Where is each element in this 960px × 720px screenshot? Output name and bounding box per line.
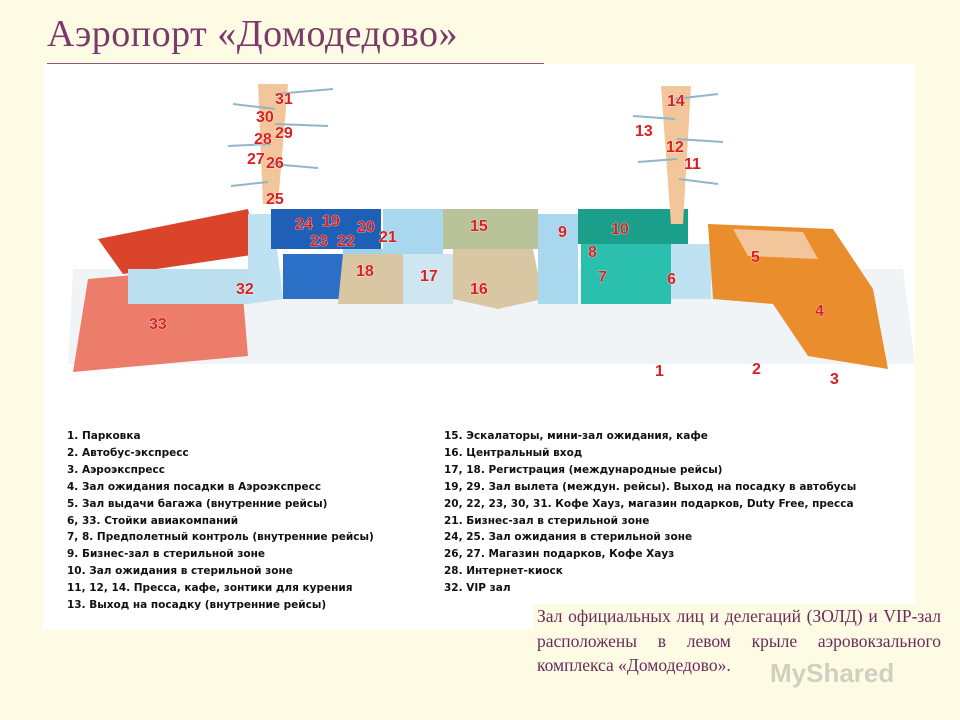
legend-item: 15. Эскалаторы, мини-зал ожидания, кафе (444, 430, 708, 442)
content-panel: 1 2 3 4 5 6 7 8 9 10 11 12 13 14 15 16 1… (43, 64, 915, 630)
zone-label: 13 (635, 123, 653, 140)
zone-label: 29 (275, 125, 293, 142)
legend-left: 1. Парковка 2. Автобус-экспресс 3. Аэроэ… (67, 428, 374, 614)
zone-blue-upper (271, 209, 381, 249)
zone-orange-wing (708, 224, 888, 369)
zone-label: 5 (751, 249, 760, 266)
zone-label: 28 (254, 131, 272, 148)
zone-label: 2 (752, 361, 761, 378)
zone-label: 22 (337, 233, 355, 250)
zone-label: 27 (247, 151, 265, 168)
terminal-map-drawing: 1 2 3 4 5 6 7 8 9 10 11 12 13 14 15 16 1… (68, 84, 915, 388)
legend-item: 11, 12, 14. Пресса, кафе, зонтики для ку… (67, 582, 353, 595)
zone-label: 17 (420, 268, 438, 285)
zone-6-area (671, 244, 711, 299)
legend-item: 9. Бизнес-зал в стерильной зоне (67, 548, 266, 561)
legend-item: 17, 18. Регистрация (международные рейсы… (444, 463, 723, 476)
zone-label: 12 (666, 139, 684, 156)
right-pier (661, 86, 691, 224)
legend-item: 28. Интернет-киоск (444, 565, 563, 578)
legend-item: 7, 8. Предполетный контроль (внутренние … (67, 531, 374, 544)
zone-label: 15 (470, 218, 488, 235)
zone-label: 32 (236, 281, 254, 298)
zone-label: 10 (611, 221, 629, 238)
left-structure (128, 269, 248, 304)
legend-item: 10. Зал ожидания в стерильной зоне (67, 565, 293, 578)
terminal-map: 1 2 3 4 5 6 7 8 9 10 11 12 13 14 15 16 1… (43, 64, 915, 424)
legend-item: 2. Автобус-экспресс (67, 446, 189, 459)
zone-7 (581, 244, 671, 304)
zone-5 (733, 229, 818, 259)
watermark: MyShared (770, 658, 895, 688)
legend-item: 16. Центральный вход (444, 446, 583, 459)
legend-right: 15. Эскалаторы, мини-зал ожидания, кафе … (444, 428, 856, 597)
legend-item: 5. Зал выдачи багажа (внутренние рейсы) (67, 497, 328, 510)
zone-label: 20 (357, 219, 375, 236)
zone-label: 23 (310, 233, 328, 250)
zone-label: 19 (322, 213, 340, 230)
zone-label: 3 (830, 371, 839, 388)
legend-item: 20, 22, 23, 30, 31. Кофе Хауз, магазин п… (444, 497, 854, 510)
legend-item: 21. Бизнес-зал в стерильной зоне (444, 514, 650, 527)
zone-label: 26 (266, 155, 284, 172)
zone-label: 4 (815, 303, 824, 320)
zone-label: 6 (667, 271, 676, 288)
zone-label: 7 (598, 269, 607, 286)
zone-label: 25 (266, 191, 284, 208)
zone-label: 16 (470, 281, 488, 298)
zone-red-wing (98, 209, 258, 274)
zone-label: 1 (655, 363, 664, 380)
vip-hall-note: Зал официальных лиц и делегаций (ЗОЛД) и… (533, 604, 945, 678)
legend-item: 1. Парковка (67, 430, 141, 442)
zone-lightblue-b (403, 254, 453, 304)
zone-label: 21 (379, 229, 397, 246)
legend-item: 26, 27. Магазин подарков, Кофе Хауз (444, 548, 675, 561)
zone-10 (578, 209, 688, 244)
zone-18 (338, 254, 403, 304)
zone-16 (453, 249, 543, 309)
legend-item: 6, 33. Стойки авиакомпаний (67, 514, 239, 527)
legend-item: 4. Зал ожидания посадки в Аэроэкспресс (67, 480, 322, 493)
zone-15 (443, 209, 538, 249)
legend-item: 19, 29. Зал вылета (междун. рейсы). Выхо… (444, 480, 857, 493)
zone-9-area (538, 214, 578, 304)
left-pier (258, 84, 288, 204)
page-title: Аэропорт «Домодедово» (47, 13, 459, 55)
zone-label: 11 (684, 156, 701, 173)
zone-label: 30 (256, 109, 274, 126)
zone-label: 18 (356, 263, 374, 280)
legend-item: 24, 25. Зал ожидания в стерильной зоне (444, 531, 693, 544)
zone-label: 14 (667, 93, 685, 110)
legend-item: 3. Аэроэкспресс (67, 463, 165, 476)
zone-label: 33 (149, 316, 167, 333)
zone-32 (283, 254, 343, 299)
zone-label: 31 (275, 91, 293, 108)
legend-item: 13. Выход на посадку (внутренние рейсы) (67, 599, 327, 612)
zone-label: 24 (295, 216, 313, 233)
legend-item: 32. VIP зал (444, 582, 511, 595)
zone-label: 8 (588, 244, 597, 261)
zone-21-area (383, 209, 443, 254)
zone-label: 9 (558, 224, 567, 241)
